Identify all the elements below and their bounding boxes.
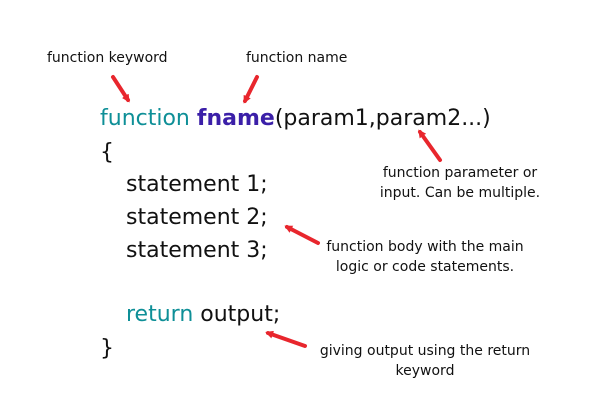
open-brace: {: [100, 140, 114, 165]
label-function-body-line1: function body with the main: [326, 239, 524, 255]
function-keyword: function: [100, 106, 190, 131]
label-return-output-line1: giving output using the return: [319, 343, 531, 359]
label-function-name: function name: [246, 50, 348, 66]
return-keyword: return: [126, 302, 194, 327]
function-params: (param1,param2...): [274, 106, 491, 131]
label-return-output: giving output using the return keyword: [305, 341, 545, 381]
arrow-function-body: [284, 225, 320, 245]
statement-2: statement 2;: [126, 205, 268, 230]
label-function-body: function body with the main logic or cod…: [310, 237, 540, 277]
label-function-parameter: function parameter or input. Can be mult…: [360, 163, 560, 203]
return-line: return output;: [126, 302, 280, 328]
close-brace: }: [100, 336, 114, 361]
arrow-function-keyword: [111, 75, 130, 103]
function-name: fname: [196, 106, 275, 131]
label-function-parameter-line2: input. Can be multiple.: [379, 185, 541, 201]
label-function-body-line2: logic or code statements.: [335, 259, 515, 275]
label-return-output-line2: keyword: [395, 363, 455, 379]
arrow-return-output: [265, 330, 307, 348]
function-signature-line: function fname(param1,param2...): [100, 106, 491, 132]
arrow-function-parameter: [418, 129, 442, 162]
return-value: output;: [193, 302, 281, 327]
statement-1: statement 1;: [126, 172, 268, 197]
arrow-function-name: [243, 75, 259, 104]
label-function-parameter-line1: function parameter or: [382, 165, 538, 181]
statement-3: statement 3;: [126, 238, 268, 263]
label-function-keyword: function keyword: [47, 50, 168, 66]
